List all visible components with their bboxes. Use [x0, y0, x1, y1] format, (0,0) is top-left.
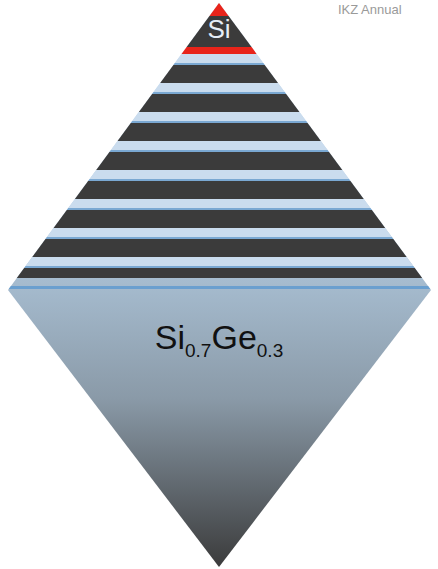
interface-line: [0, 286, 438, 289]
element-symbol: Ge: [211, 318, 256, 356]
element-symbol: Si: [155, 318, 185, 356]
superlattice-stripes: [0, 54, 438, 278]
si-layer: [0, 152, 438, 170]
sige-layer: [0, 228, 438, 239]
si-layer: [0, 239, 438, 257]
sige-layer: [0, 170, 438, 181]
si-layer: [0, 181, 438, 199]
layer-edge: [0, 237, 438, 239]
subscript: 0.3: [257, 340, 283, 361]
sige-layer: [0, 199, 438, 210]
subscript: 0.7: [185, 340, 211, 361]
si-layer: [0, 94, 438, 112]
layer-edge: [0, 179, 438, 181]
sige-layer: [0, 112, 438, 123]
layer-label: Si: [207, 14, 230, 45]
layer-edge: [0, 92, 438, 94]
layer-edge: [0, 208, 438, 210]
sige-layer: [0, 257, 438, 268]
header-text: IKZ Annual: [338, 2, 402, 17]
sige-layer: [0, 83, 438, 94]
layer-edge: [0, 266, 438, 268]
layer-edge: [0, 121, 438, 123]
si-layer: [0, 268, 438, 278]
sige-layer: [0, 54, 438, 65]
red-tip: [0, 0, 438, 16]
red-band: [0, 47, 438, 54]
substrate-label: Si0.7Ge0.3: [155, 318, 283, 362]
layer-edge: [0, 63, 438, 65]
si-layer: [0, 210, 438, 228]
sige-layer: [0, 141, 438, 152]
si-layer: [0, 123, 438, 141]
si-layer: [0, 65, 438, 83]
layer-edge: [0, 150, 438, 152]
